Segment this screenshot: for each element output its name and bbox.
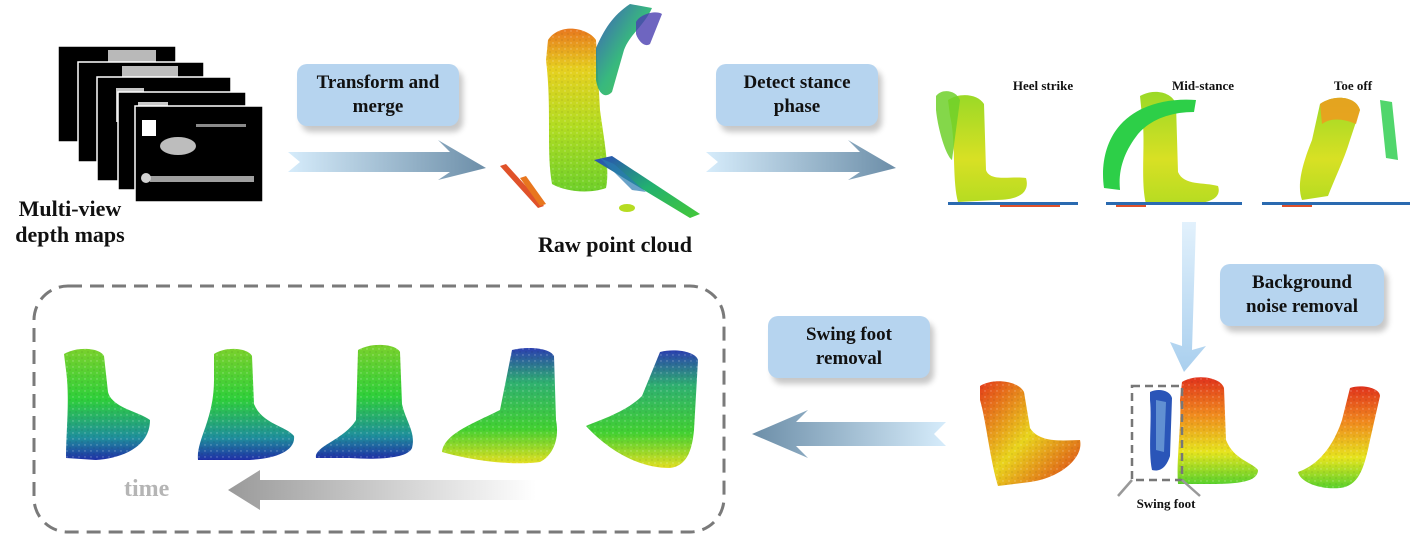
depth-map-stack	[57, 45, 264, 203]
cleaned-foot-1	[980, 381, 1081, 486]
step-background-label: Background noise removal	[1245, 272, 1359, 317]
arrow-transform	[288, 140, 486, 180]
arrow-detect	[706, 140, 896, 180]
depth-map-5	[134, 105, 264, 203]
step-detect-stance: Detect stance phase	[716, 64, 878, 126]
time-label: time	[124, 476, 170, 502]
cleaned-foot-2	[1117, 377, 1258, 497]
time-arrow	[228, 470, 536, 510]
arrow-background-removal	[1170, 222, 1206, 372]
step-transform-merge: Transform and merge	[297, 64, 459, 126]
step-background-removal: Background noise removal	[1220, 264, 1384, 326]
cleaned-foot-3	[1298, 386, 1380, 489]
step-transform-label: Transform and merge	[316, 72, 440, 117]
phase-label-toe-off: Toe off	[1333, 78, 1373, 93]
stance-frame-toe-off	[1262, 97, 1410, 207]
phase-label-mid-stance: Mid-stance	[1171, 78, 1235, 93]
raw-point-cloud-label: Raw point cloud	[537, 232, 693, 257]
stance-frame-mid-stance	[1103, 91, 1242, 207]
result-foot-2	[197, 348, 295, 460]
step-detect-label: Detect stance phase	[743, 72, 851, 117]
raw-point-cloud	[500, 4, 700, 218]
result-foot-3	[315, 344, 413, 459]
stance-frame-heel-strike	[936, 91, 1078, 207]
step-swing-removal: Swing foot removal	[768, 316, 930, 378]
result-foot-4	[442, 348, 558, 464]
depth-maps-label: Multi-view depth maps	[15, 196, 125, 248]
step-swing-label: Swing foot removal	[805, 324, 893, 369]
result-foot-1	[64, 348, 150, 460]
phase-label-heel-strike: Heel strike	[1012, 78, 1074, 93]
arrow-swing-removal	[752, 410, 946, 458]
result-foot-5	[586, 350, 698, 468]
swing-foot-label: Swing foot	[1136, 496, 1196, 511]
result-sequence-frame	[32, 284, 726, 534]
